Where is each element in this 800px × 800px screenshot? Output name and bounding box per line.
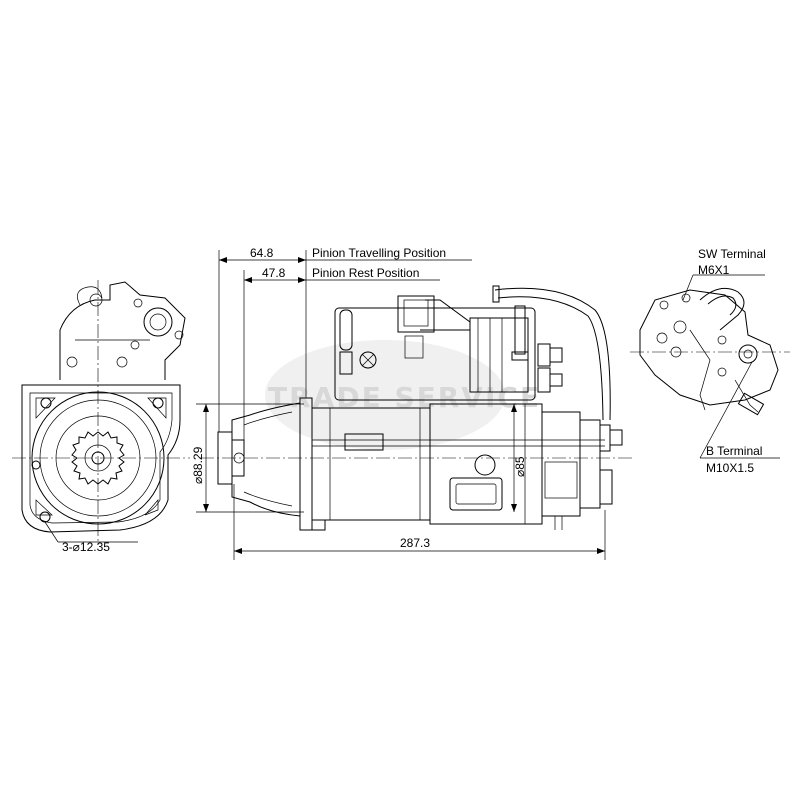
watermark: TRADE SERVICE [265, 340, 539, 450]
rest-dimension: 47.8 [262, 266, 286, 280]
rear-view: SW Terminal M6X1 B Terminal M10X1.5 [630, 247, 790, 475]
body-diameter: ⌀85 [513, 456, 527, 477]
travel-dimension: 64.8 [250, 246, 274, 260]
front-view: 3-⌀12.35 [12, 280, 190, 554]
flange-diameter: ⌀88.29 [191, 446, 205, 484]
b-terminal-label: B Terminal [706, 444, 762, 458]
b-terminal-thread: M10X1.5 [706, 461, 754, 475]
mounting-holes-label: 3-⌀12.35 [62, 540, 110, 554]
travel-label: Pinion Travelling Position [312, 246, 446, 260]
side-view: 64.8 Pinion Travelling Position 47.8 Pin… [191, 246, 635, 560]
rest-label: Pinion Rest Position [312, 266, 419, 280]
overall-length: 287.3 [400, 536, 430, 550]
sw-terminal-label: SW Terminal [698, 247, 766, 261]
sw-terminal-thread: M6X1 [698, 263, 730, 277]
